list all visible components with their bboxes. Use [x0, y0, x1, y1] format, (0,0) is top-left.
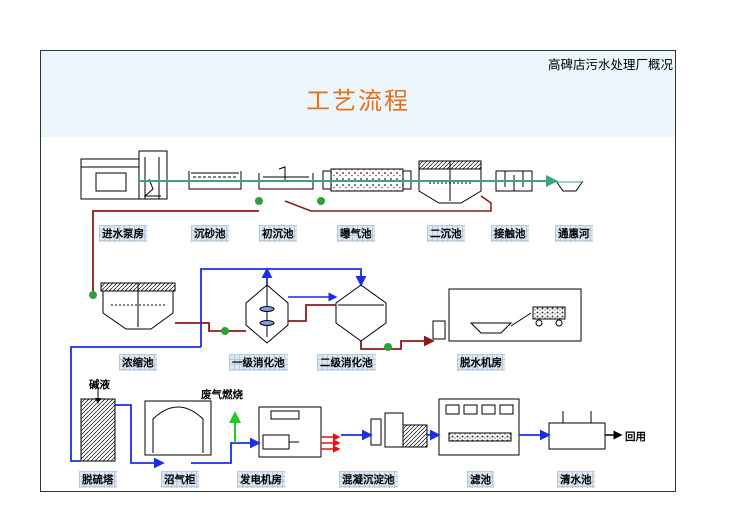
- desulfurization-tower-symbol: [80, 389, 116, 462]
- org-title: 高碑店污水处理厂概况: [547, 57, 673, 72]
- primary-clarifier-symbol: [258, 166, 314, 190]
- clear-water-tank-symbol: [548, 411, 606, 450]
- label-contact-tank: 接触池: [491, 225, 529, 242]
- heat-output-arrows: [321, 433, 341, 453]
- label-secondary-digester: 二级消化池: [317, 354, 376, 371]
- pump-icon: [384, 343, 392, 351]
- header-band: 高碑店污水处理厂概况 工艺流程: [41, 51, 675, 137]
- tower-to-holder-line: [115, 404, 165, 469]
- main-title: 工艺流程: [306, 87, 410, 115]
- sludge-return-line: [284, 195, 492, 212]
- digester-transfer-line: [288, 304, 336, 322]
- thickener-symbol: [100, 282, 176, 330]
- label-coagulation-sedimentation: 混凝沉淀池: [339, 471, 398, 488]
- label-aeration-tank: 曝气池: [337, 225, 375, 242]
- biogas-collection-line: [200, 268, 367, 347]
- alkali-note: 碱液: [89, 379, 110, 391]
- label-gas-holder: 沼气柜: [161, 471, 199, 488]
- pump-icon: [317, 197, 325, 205]
- label-desulfurization-tower: 脱硫塔: [79, 471, 117, 488]
- label-tonghui-river: 通惠河: [555, 225, 593, 242]
- secondary-digester-symbol: [335, 284, 387, 342]
- label-secondary-clarifier: 二沉池: [427, 225, 465, 242]
- label-primary-clarifier: 初沉池: [259, 225, 297, 242]
- thickener-to-digester-line: [175, 322, 246, 332]
- filter-symbol: [438, 398, 520, 456]
- label-grit-chamber: 沉砂池: [191, 225, 229, 242]
- reuse-note: 回用: [625, 431, 646, 443]
- label-generator-house: 发电机房: [237, 471, 285, 488]
- slide-frame: 高碑店污水处理厂概况 工艺流程: [40, 50, 676, 492]
- holder-to-generator-line: [191, 437, 261, 464]
- gas-holder-symbol: [144, 400, 212, 456]
- influent-pump-house-symbol: [80, 150, 168, 200]
- label-influent-pump-house: 进水泵房: [99, 225, 147, 242]
- pump-icon: [89, 291, 97, 299]
- pump-icon: [255, 197, 263, 205]
- biogas-to-tower-line: [70, 407, 81, 462]
- primary-digester-symbol: [245, 277, 289, 344]
- generator-house-symbol: [258, 406, 322, 458]
- label-thickener: 浓缩池: [119, 354, 157, 371]
- label-filter: 滤池: [467, 471, 494, 488]
- biogas-down-line: [70, 346, 201, 407]
- label-primary-digester: 一级消化池: [229, 354, 288, 371]
- dewatering-house-symbol: [432, 288, 582, 342]
- process-flow-diagram: [70, 150, 623, 469]
- pump-icon: [221, 327, 229, 335]
- label-dewatering-house: 脱水机房: [457, 354, 505, 371]
- label-clear-water-tank: 清水池: [557, 471, 595, 488]
- coagulation-sedimentation-symbol: [370, 412, 428, 448]
- digester-to-dewatering-line: [360, 335, 435, 350]
- river-symbol: [555, 180, 584, 192]
- waste-gas-note: 废气燃烧: [201, 389, 243, 401]
- row1-sludge-line: [92, 210, 259, 291]
